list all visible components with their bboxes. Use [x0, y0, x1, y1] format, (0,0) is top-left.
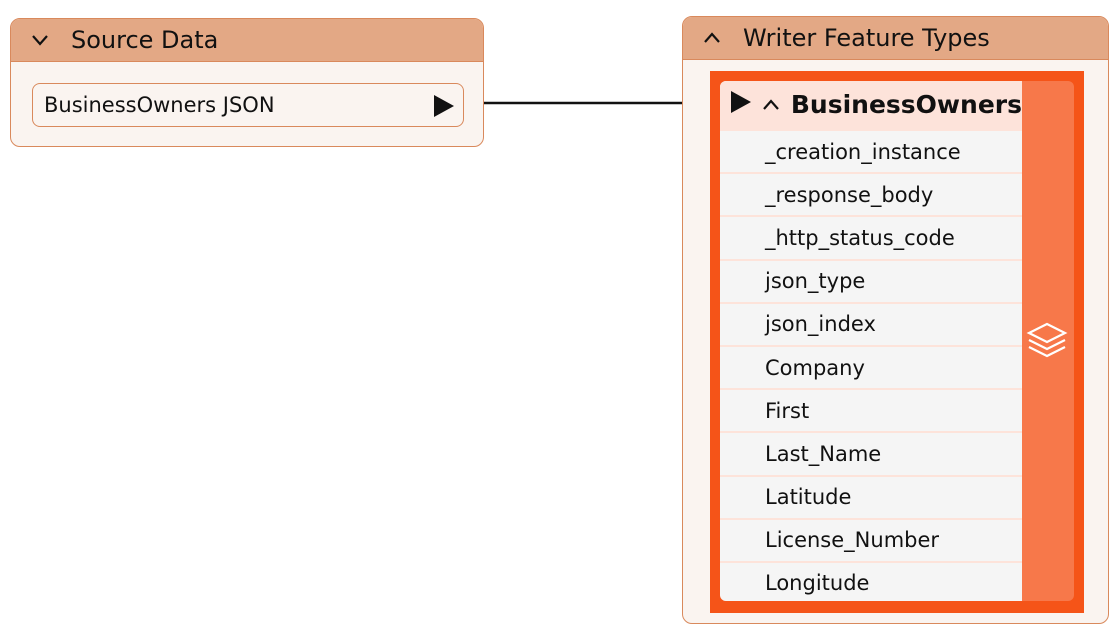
attribute-row[interactable]: Latitude: [720, 474, 1022, 518]
attribute-row[interactable]: json_type: [720, 258, 1022, 302]
attribute-name: Longitude: [765, 571, 870, 596]
feature-type-header[interactable]: BusinessOwners: [720, 81, 1022, 129]
attribute-row[interactable]: Company: [720, 344, 1022, 388]
attribute-list: BusinessOwners _creation_instance _respo…: [720, 81, 1022, 601]
attribute-name: First: [765, 398, 810, 423]
attribute-row[interactable]: _http_status_code: [720, 215, 1022, 258]
source-data-panel: Source Data BusinessOwners JSON: [10, 18, 484, 147]
attribute-row[interactable]: Longitude: [720, 560, 1022, 601]
attribute-name: json_type: [765, 269, 866, 294]
feature-type-businessowners[interactable]: BusinessOwners _creation_instance _respo…: [720, 81, 1074, 601]
attribute-row[interactable]: _creation_instance: [720, 129, 1022, 172]
attribute-name: json_index: [765, 312, 876, 337]
chevron-up-icon[interactable]: [762, 98, 785, 111]
attribute-name: Latitude: [765, 485, 852, 510]
source-data-title: Source Data: [71, 26, 219, 54]
chevron-up-icon[interactable]: [703, 32, 733, 44]
feature-type-name: BusinessOwners: [790, 90, 1022, 119]
attribute-row[interactable]: Last_Name: [720, 431, 1022, 474]
attribute-row[interactable]: _response_body: [720, 172, 1022, 215]
layers-icon[interactable]: [1025, 321, 1069, 365]
attribute-name: _http_status_code: [765, 225, 955, 250]
chevron-down-icon[interactable]: [31, 34, 61, 46]
writer-feature-types-header[interactable]: Writer Feature Types: [683, 17, 1108, 60]
source-data-header[interactable]: Source Data: [11, 19, 483, 62]
attribute-name: _response_body: [765, 182, 934, 207]
attribute-name: Company: [765, 355, 865, 380]
attribute-name: _creation_instance: [765, 139, 961, 164]
attribute-row[interactable]: First: [720, 388, 1022, 431]
output-arrow-icon[interactable]: [433, 94, 455, 123]
attribute-name: License_Number: [765, 528, 940, 553]
writer-feature-types-title: Writer Feature Types: [743, 24, 990, 52]
writer-feature-types-panel: Writer Feature Types BusinessOwners _cre…: [682, 16, 1109, 624]
attribute-row[interactable]: json_index: [720, 301, 1022, 345]
input-arrow-icon[interactable]: [730, 90, 752, 120]
source-port-label: BusinessOwners JSON: [44, 93, 275, 117]
source-port-businessowners-json[interactable]: BusinessOwners JSON: [32, 83, 464, 127]
feature-type-selection: BusinessOwners _creation_instance _respo…: [710, 71, 1084, 613]
attribute-name: Last_Name: [765, 441, 882, 466]
attribute-row[interactable]: License_Number: [720, 517, 1022, 561]
